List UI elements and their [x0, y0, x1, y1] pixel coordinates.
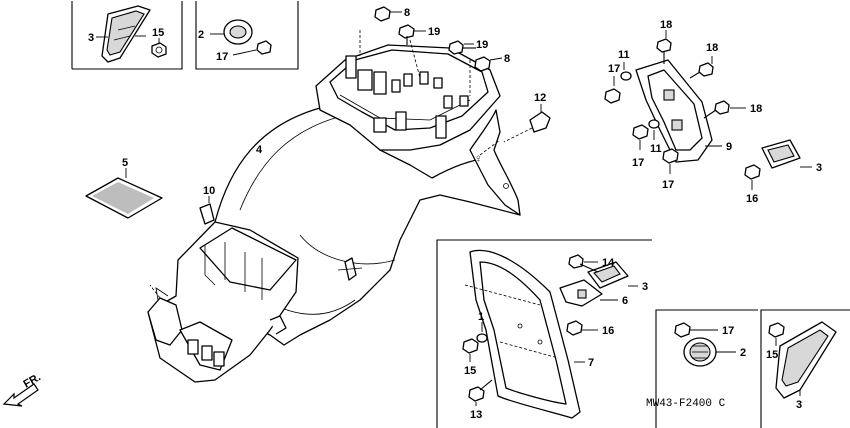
bracket-part-6: [559, 279, 618, 307]
callout-10: 10: [203, 185, 215, 197]
callout-18-middle: 18: [706, 42, 718, 54]
callout-11-bottom: 11: [650, 143, 662, 155]
callout-14: 14: [602, 257, 615, 269]
callout-3-bottom-right: 3: [796, 399, 802, 411]
callout-19-top: 19: [428, 26, 440, 38]
callout-2-bottom-right: 2: [740, 347, 746, 359]
callout-16-right: 16: [746, 193, 758, 205]
callout-17-top: 17: [216, 51, 228, 63]
nut-part-17-left-bottom: [632, 124, 649, 150]
front-direction-label: FR.: [22, 371, 43, 390]
callout-2-top: 2: [198, 29, 204, 41]
screw-part-8-right: [474, 56, 503, 72]
nut-part-15-plate: [462, 338, 479, 362]
screw-part-18-lower: [703, 100, 746, 119]
callout-8-right: 8: [504, 53, 510, 65]
callout-3-top-left: 3: [88, 32, 94, 44]
reflector-part-3-right: [761, 139, 812, 169]
nut-part-16-right: [744, 164, 761, 190]
screw-part-18-middle: [689, 56, 714, 79]
callout-labels: 3 15 2 17 8 19 19 8 12 4 5 10 18 18 18 1…: [22, 7, 823, 421]
inset-frame-reflector-top-left: [71, 1, 183, 70]
callout-12: 12: [534, 92, 546, 104]
callout-15-top-left: 15: [152, 27, 164, 39]
callout-3-plate: 3: [642, 281, 648, 293]
screw-part-17-top: [232, 40, 272, 56]
callout-11-top: 11: [618, 49, 630, 61]
svg-text:♀: ♀: [475, 154, 482, 166]
callout-17-bottom-right: 17: [722, 325, 734, 337]
callout-18-top: 18: [660, 19, 672, 31]
callout-18-lower: 18: [750, 103, 762, 115]
reflector-part-3-plate: [587, 261, 638, 289]
callout-9: 9: [726, 141, 732, 153]
screw-part-18-top: [656, 30, 672, 64]
nut-part-11-bottom: [648, 119, 660, 140]
nut-part-17-left-top: [604, 76, 621, 104]
license-mudguard-part-7: [464, 249, 585, 419]
callout-13: 13: [470, 409, 482, 421]
callout-5: 5: [122, 157, 128, 169]
callout-16-plate: 16: [602, 325, 614, 337]
callout-6: 6: [622, 295, 628, 307]
callout-7: 7: [588, 357, 594, 369]
rubber-part-12: [503, 104, 551, 143]
inset-frame-bottom-right-reflector: [760, 309, 850, 428]
screw-part-8-top: [374, 6, 402, 22]
nut-part-17-bottom-right: [674, 322, 718, 338]
nut-part-15-bottom-right: [768, 322, 785, 346]
screw-part-13: [468, 379, 493, 406]
clip-part-10: [199, 196, 215, 225]
callout-3-right: 3: [816, 162, 822, 174]
bolt-part-19-right: [448, 40, 476, 55]
bolt-part-19-top: [398, 24, 426, 45]
grommet-part-2-bottom-right: [683, 337, 736, 367]
callout-4: 4: [256, 144, 263, 156]
nut-part-16-plate: [566, 320, 598, 336]
bracket-part-9: [635, 59, 722, 163]
callout-15-plate: 15: [464, 365, 476, 377]
callout-8-top: 8: [404, 7, 410, 19]
callout-15-bottom-right: 15: [766, 349, 778, 361]
nut-part-11-top: [620, 62, 632, 81]
nut-part-15-top-left: [135, 35, 167, 58]
fender-lower-tray: [147, 221, 299, 383]
callout-1: 1: [478, 311, 484, 323]
callout-17-left-bottom: 17: [632, 157, 644, 169]
inset-frame-bottom-right-grommet: [655, 309, 758, 428]
callout-19-right: 19: [476, 39, 488, 51]
callout-17-left-top: 17: [608, 63, 620, 75]
grommet-part-2-top: [210, 19, 253, 45]
reflector-part-3-top-left: [96, 5, 151, 63]
nut-part-17-bottom: [662, 148, 679, 174]
inset-frame-grommet-top: [195, 1, 299, 70]
callout-17-bottom: 17: [662, 179, 674, 191]
bolt-part-14: [568, 254, 599, 273]
inset-frame-license-plate: [436, 239, 652, 428]
drawing-code: MW43-F2400 C: [646, 398, 726, 410]
reflector-part-3-bottom-right: [775, 321, 837, 399]
front-direction-arrow-icon: [2, 383, 39, 407]
collar-part-1: [476, 322, 488, 343]
pad-part-5: [85, 168, 163, 219]
fender-upper-box: [315, 30, 501, 151]
